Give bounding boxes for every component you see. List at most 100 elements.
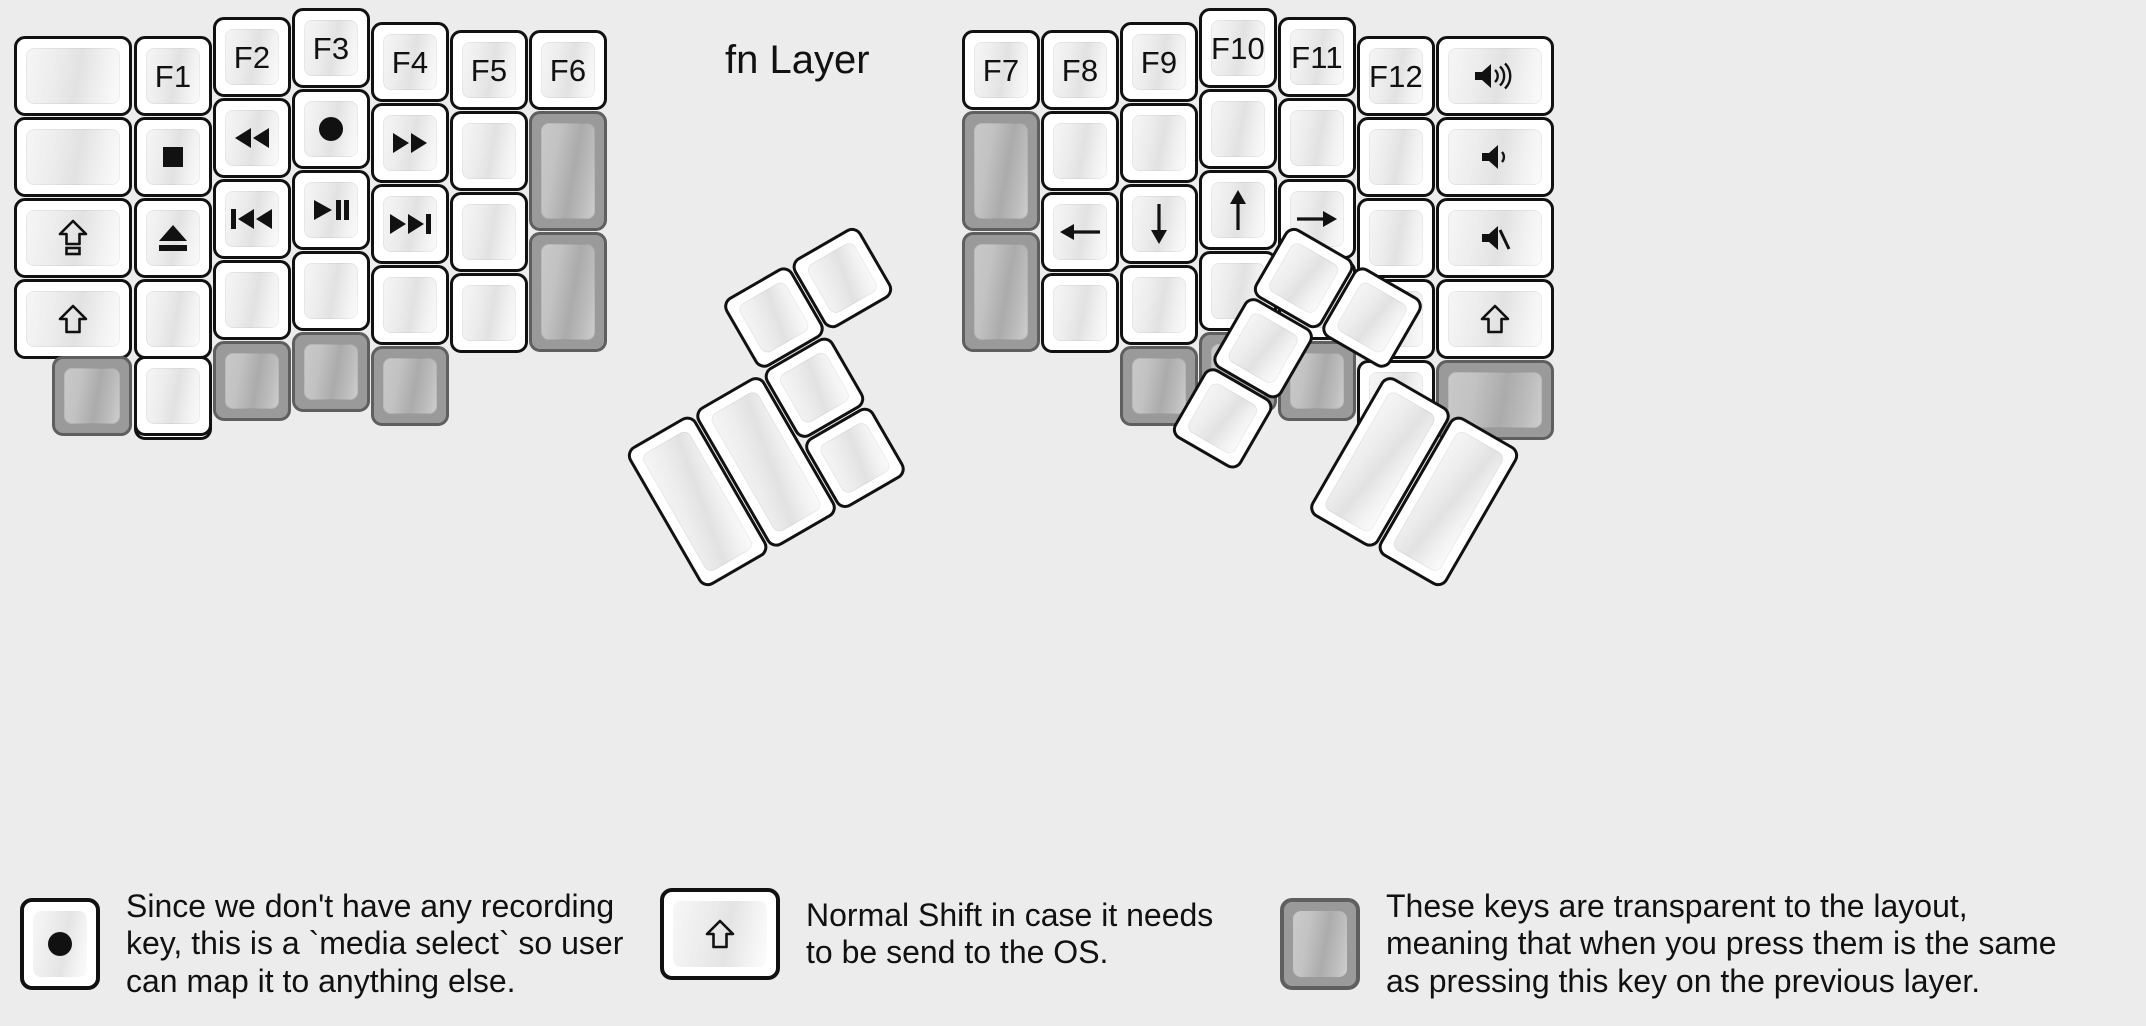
keycap-label: F3 xyxy=(312,30,350,66)
keycap-face xyxy=(1293,911,1347,978)
media-fast-forward-icon xyxy=(389,130,431,156)
col-pinky-right-key-0[interactable]: F11 xyxy=(1278,17,1356,97)
col-pinky-key-2[interactable] xyxy=(134,198,212,278)
media-next-track-icon xyxy=(386,211,434,237)
keycap-face xyxy=(1369,129,1423,185)
keycap-label: F6 xyxy=(549,52,587,88)
key-left-bottom-blank[interactable] xyxy=(134,356,212,436)
col-index-right-key-0[interactable]: F8 xyxy=(1041,30,1119,110)
legend-transparent-keys-sample-key[interactable] xyxy=(1280,898,1360,991)
col-index-key-4[interactable] xyxy=(371,346,449,426)
keycap-label: F10 xyxy=(1210,30,1266,66)
keycap-face xyxy=(304,101,358,157)
col-index-far-right-key-1[interactable] xyxy=(962,111,1040,231)
shift-icon xyxy=(705,918,735,950)
col-ring-key-0[interactable]: F2 xyxy=(213,17,291,97)
col-ring-key-2[interactable] xyxy=(213,179,291,259)
col-outer-right-key-0[interactable] xyxy=(1436,36,1554,116)
col-middle-key-1[interactable] xyxy=(292,89,370,169)
col-pinky-key-1[interactable] xyxy=(134,117,212,197)
keycap-face: F5 xyxy=(462,42,516,98)
col-middle-key-3[interactable] xyxy=(292,251,370,331)
keycap-face xyxy=(541,123,595,219)
keycap-face xyxy=(225,353,279,409)
arrow-up-icon xyxy=(1225,188,1251,232)
col-index-key-2[interactable] xyxy=(371,184,449,264)
col-ring-right-key-0[interactable]: F10 xyxy=(1199,8,1277,88)
col-pinky-outer-key-1[interactable] xyxy=(14,117,132,197)
keycap-face: F1 xyxy=(146,48,200,104)
legend-transparent-keys: These keys are transparent to the layout… xyxy=(1280,888,2057,1000)
col-pinky-outer-key-3[interactable] xyxy=(14,279,132,359)
col-ring-right-key-2[interactable] xyxy=(1199,170,1277,250)
col-pinky-key-3[interactable] xyxy=(134,279,212,359)
keycap-label: F11 xyxy=(1291,39,1343,75)
col-middle-key-4[interactable] xyxy=(292,332,370,412)
keycap-face xyxy=(1225,310,1301,386)
keycap-face: F7 xyxy=(974,42,1028,98)
col-outer-right-key-1[interactable] xyxy=(1436,117,1554,197)
col-middle-key-2[interactable] xyxy=(292,170,370,250)
col-middle-right-key-3[interactable] xyxy=(1120,265,1198,345)
col-index-key-0[interactable]: F4 xyxy=(371,22,449,102)
keycap-face xyxy=(817,420,893,496)
keycap-face xyxy=(64,368,120,424)
keycap-face xyxy=(1132,277,1186,333)
keycap-face xyxy=(1448,48,1542,104)
col-outer-right-key-2[interactable] xyxy=(1436,198,1554,278)
col-middle-key-0[interactable]: F3 xyxy=(292,8,370,88)
col-ring-key-3[interactable] xyxy=(213,260,291,340)
legend-transparent-keys-text: These keys are transparent to the layout… xyxy=(1386,888,2057,999)
col-pinky-outer-right-key-1[interactable] xyxy=(1357,117,1435,197)
col-outer-right-key-4[interactable] xyxy=(1436,360,1554,440)
keycap-face xyxy=(1053,285,1107,341)
col-pinky-key-0[interactable]: F1 xyxy=(134,36,212,116)
legend-media-select-sample-key[interactable] xyxy=(20,898,100,991)
col-pinky-outer-right-key-2[interactable] xyxy=(1357,198,1435,278)
col-index-right-key-2[interactable] xyxy=(1041,192,1119,272)
col-index-far-right-key-2[interactable] xyxy=(962,232,1040,352)
keycap-face xyxy=(26,210,120,266)
col-ring-key-4[interactable] xyxy=(213,341,291,421)
col-index-inner-key-1[interactable] xyxy=(450,111,528,191)
arrow-down-icon xyxy=(1146,202,1172,246)
col-ring-right-key-1[interactable] xyxy=(1199,89,1277,169)
col-middle-right-key-0[interactable]: F9 xyxy=(1120,22,1198,102)
col-index-inner-key-2[interactable] xyxy=(450,192,528,272)
keycap-face xyxy=(225,110,279,166)
keycap-face xyxy=(1290,110,1344,166)
col-index-right-key-3[interactable] xyxy=(1041,273,1119,353)
keycap-label: F5 xyxy=(470,52,508,88)
shift-icon xyxy=(58,303,88,335)
keycap-face xyxy=(462,285,516,341)
col-outer-right-key-3[interactable] xyxy=(1436,279,1554,359)
col-ring-key-1[interactable] xyxy=(213,98,291,178)
col-index-far-key-2[interactable] xyxy=(529,232,607,352)
keycap-face xyxy=(383,196,437,252)
col-pinky-right-key-1[interactable] xyxy=(1278,98,1356,178)
col-index-far-right-key-0[interactable]: F7 xyxy=(962,30,1040,110)
col-index-far-key-1[interactable] xyxy=(529,111,607,231)
keycap-face xyxy=(225,272,279,328)
col-pinky-outer-key-2[interactable] xyxy=(14,198,132,278)
col-index-right-key-1[interactable] xyxy=(1041,111,1119,191)
keycap-face: F9 xyxy=(1132,34,1186,90)
keycap-face xyxy=(804,240,880,316)
col-index-key-3[interactable] xyxy=(371,265,449,345)
keycap-face xyxy=(1185,380,1261,457)
keycap-face xyxy=(1369,210,1423,266)
keycap-face xyxy=(1132,196,1186,252)
col-index-inner-key-3[interactable] xyxy=(450,273,528,353)
col-pinky-outer-right-key-0[interactable]: F12 xyxy=(1357,36,1435,116)
col-pinky-outer-key-0[interactable] xyxy=(14,36,132,116)
col-index-key-1[interactable] xyxy=(371,103,449,183)
col-index-inner-key-0[interactable]: F5 xyxy=(450,30,528,110)
legend-normal-shift-sample-key[interactable] xyxy=(660,888,780,980)
col-index-far-key-0[interactable]: F6 xyxy=(529,30,607,110)
keycap-face xyxy=(1334,279,1410,356)
col-middle-right-key-2[interactable] xyxy=(1120,184,1198,264)
col-middle-right-key-1[interactable] xyxy=(1120,103,1198,183)
keycap-face: F12 xyxy=(1369,48,1423,104)
key-left-bottom-transparent[interactable] xyxy=(52,356,132,436)
